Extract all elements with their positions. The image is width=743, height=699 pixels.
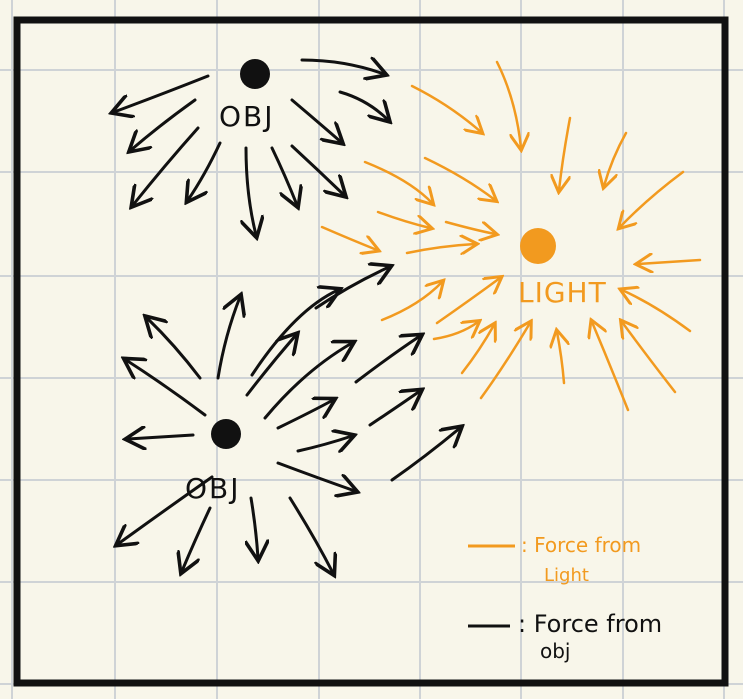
force-arrow	[638, 260, 702, 264]
legend-obj-text-line1: : Force from	[518, 610, 662, 638]
top-object-dot	[240, 59, 270, 89]
force-arrow	[114, 74, 210, 112]
force-arrow	[126, 360, 207, 417]
force-arrow	[128, 435, 195, 439]
legend-obj-text-line2: obj	[540, 639, 571, 663]
force-arrow	[432, 322, 478, 341]
force-arrow	[354, 336, 420, 384]
force-arrow	[276, 461, 355, 491]
force-arrow	[288, 496, 333, 573]
force-arrow	[380, 282, 442, 322]
force-arrow	[133, 126, 200, 205]
light-source-dot	[520, 228, 556, 264]
legend-light-text-line2: Light	[544, 565, 589, 586]
bottom-object-label: OBJ	[185, 472, 241, 505]
force-arrow	[251, 496, 258, 558]
top-object-label: OBJ	[219, 100, 275, 133]
force-arrow	[290, 144, 344, 195]
force-arrow	[314, 267, 389, 310]
force-arrow	[620, 170, 685, 227]
light-force-arrows	[320, 60, 702, 412]
force-arrow	[622, 290, 692, 333]
force-arrow	[479, 323, 530, 400]
legend: : Force from Light : Force from obj	[468, 533, 662, 663]
force-arrow	[188, 141, 222, 200]
force-arrow	[118, 475, 214, 544]
force-arrow	[410, 84, 481, 132]
force-arrow	[435, 278, 500, 325]
force-arrow	[423, 156, 495, 200]
force-arrow	[390, 428, 460, 482]
force-arrow	[559, 116, 572, 190]
force-arrow	[405, 244, 475, 253]
force-arrow	[444, 220, 495, 234]
force-arrow	[250, 290, 338, 377]
top-object-force-arrows	[114, 60, 388, 235]
force-arrow	[147, 318, 202, 380]
force-arrow	[246, 146, 256, 235]
force-arrow	[276, 400, 333, 430]
force-arrow	[376, 210, 430, 228]
force-arrow	[320, 225, 377, 250]
force-arrow	[296, 436, 352, 451]
force-arrow	[460, 325, 494, 375]
force-arrow	[338, 90, 388, 120]
force-arrow	[604, 131, 628, 186]
force-arrow	[300, 60, 384, 74]
force-arrow	[270, 146, 297, 205]
force-arrow	[622, 322, 677, 394]
force-arrow	[216, 297, 240, 380]
force-arrow	[557, 332, 564, 385]
force-arrow	[245, 335, 296, 397]
force-arrow	[495, 60, 521, 148]
force-arrow	[290, 98, 341, 142]
force-arrow	[592, 322, 630, 412]
force-arrow	[182, 506, 212, 571]
force-arrow	[363, 160, 432, 203]
force-arrow	[131, 98, 197, 150]
force-arrow	[368, 391, 420, 427]
bottom-object-force-arrows	[118, 267, 460, 573]
bottom-object-dot	[211, 419, 241, 449]
legend-light-text-line1: : Force from	[521, 533, 641, 557]
force-arrow	[263, 343, 352, 420]
diagram-frame	[13, 16, 729, 687]
light-label: LIGHT	[518, 276, 607, 309]
